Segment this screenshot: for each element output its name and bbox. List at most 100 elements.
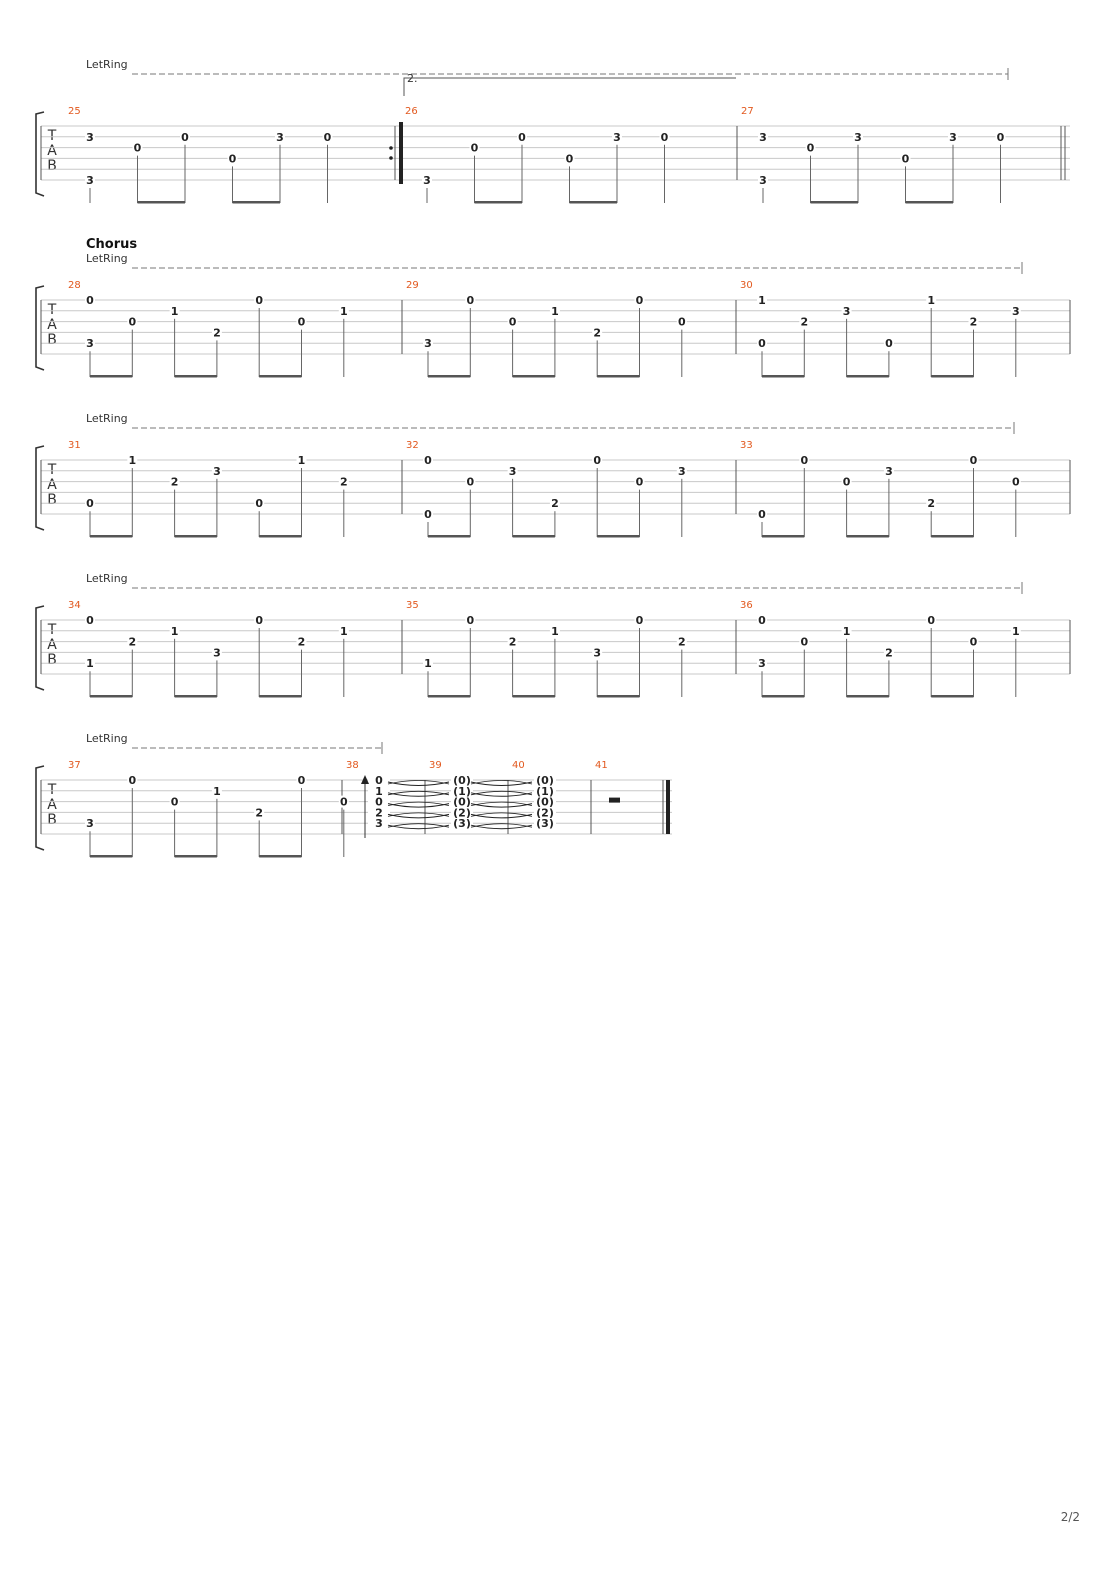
fret-number: 2 [509, 636, 517, 649]
fret-bg [465, 614, 476, 626]
fret-bg [85, 337, 95, 350]
fret-bg [211, 784, 222, 797]
volta-label: 2. [407, 72, 418, 85]
fret-bg [423, 337, 433, 350]
fret-bg [841, 624, 852, 637]
fret-bg [85, 817, 95, 830]
note-beam [905, 201, 953, 204]
tab-clef-letter: T [47, 782, 57, 798]
fret-number: 3 [843, 305, 851, 318]
fret-number: 0 [86, 497, 94, 510]
let-ring-label: LetRing [86, 252, 128, 265]
tab-clef-letter: B [47, 652, 57, 668]
fret-number: 0 [255, 294, 263, 307]
note-beam [428, 535, 471, 538]
strum-arrow [361, 775, 369, 784]
fret-bg [132, 141, 143, 154]
tab-clef-letter: B [47, 492, 57, 508]
fret-number: 0 [298, 774, 306, 787]
tab-clef-letter: T [47, 622, 57, 638]
note-beam [259, 535, 302, 538]
fret-bg [338, 624, 349, 637]
staff-brace [35, 111, 45, 197]
fret-number: 0 [927, 614, 935, 627]
measure-number: 38 [346, 760, 359, 771]
fret-bg [127, 635, 138, 648]
fret-bg [534, 807, 556, 819]
fret-bg [127, 454, 138, 466]
note-beam [90, 375, 133, 378]
fret-bg [451, 785, 473, 797]
fret-bg [968, 454, 979, 466]
fret-bg [926, 614, 937, 626]
measure-number: 34 [68, 600, 81, 611]
note-beam [232, 201, 280, 204]
fret-number: 0 [255, 614, 263, 627]
fret-bg [127, 774, 138, 786]
note-beam [846, 375, 889, 378]
fret-number: 0 [181, 131, 189, 144]
note-beam [810, 201, 858, 204]
tie-curve [470, 812, 533, 817]
fret-bg [169, 304, 180, 317]
fret-number: 0 [807, 142, 815, 155]
fret-number: 2 [800, 316, 808, 329]
fret-number: (0) [536, 796, 554, 809]
fret-bg [275, 130, 285, 143]
note-beam [512, 375, 555, 378]
fret-bg [841, 475, 852, 488]
fret-bg [534, 785, 556, 797]
fret-number: 1 [86, 657, 94, 670]
fret-number: 1 [843, 625, 851, 638]
fret-bg [549, 497, 560, 510]
fret-number: 0 [1012, 476, 1020, 489]
fret-bg [534, 818, 556, 830]
fret-number: 1 [171, 305, 179, 318]
fret-bg [799, 315, 810, 328]
let-ring-label: LetRing [86, 58, 128, 71]
fret-number: 1 [340, 305, 348, 318]
fret-number: (0) [453, 796, 471, 809]
fret-bg [227, 152, 238, 165]
measure-number: 26 [405, 106, 418, 117]
measure-number: 33 [740, 440, 753, 451]
note-beam [174, 855, 217, 858]
fret-bg [296, 315, 307, 328]
note-beam [259, 855, 302, 858]
fret-number: 2 [551, 497, 559, 510]
fret-number: 2 [298, 636, 306, 649]
fret-number: 2 [678, 636, 686, 649]
fret-number: 0 [466, 294, 474, 307]
fret-bg [85, 174, 95, 186]
fret-number: 3 [949, 131, 957, 144]
fret-bg [465, 475, 476, 488]
tie-curve [387, 780, 450, 785]
tab-clef-letter: B [47, 158, 57, 174]
fret-number: 0 [255, 497, 263, 510]
fret-bg [1010, 475, 1021, 488]
note-beam [137, 201, 185, 204]
fret-number: 1 [758, 294, 766, 307]
fret-number: 0 [424, 508, 432, 521]
fret-number: (2) [536, 806, 554, 819]
fret-number: 0 [171, 796, 179, 809]
fret-bg [296, 635, 307, 648]
fret-bg [85, 657, 95, 670]
tab-clef-letter: B [47, 332, 57, 348]
note-beam [846, 695, 889, 698]
fret-bg [451, 775, 473, 786]
fret-number: 3 [424, 337, 432, 350]
fret-number: 0 [86, 294, 94, 307]
tab-clef-letter: T [47, 462, 57, 478]
fret-bg [612, 130, 622, 143]
fret-number: 0 [298, 316, 306, 329]
fret-number: 3 [1012, 305, 1020, 318]
fret-bg [883, 646, 894, 659]
fret-number: 0 [593, 454, 601, 467]
tab-clef-letter: T [47, 302, 57, 318]
tab-clef-letter: B [47, 812, 57, 828]
fret-bg [469, 141, 480, 154]
fret-number: 3 [86, 131, 94, 144]
